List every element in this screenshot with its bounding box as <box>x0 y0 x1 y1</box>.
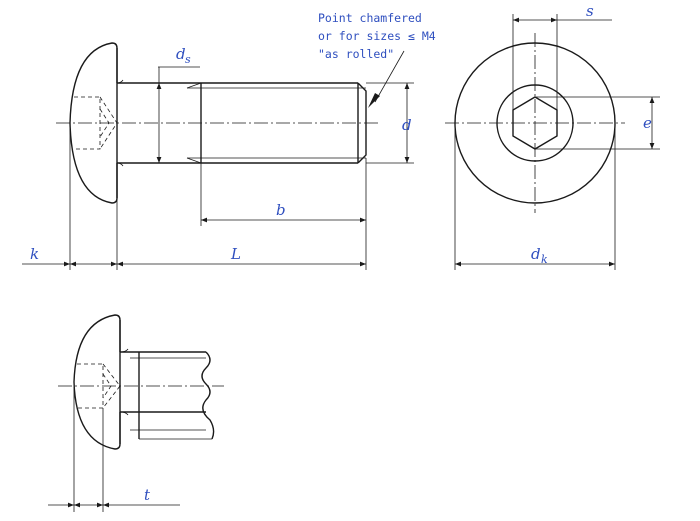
end-view <box>445 14 660 270</box>
label-dk-sub: k <box>541 253 548 266</box>
side-view <box>22 42 414 270</box>
label-ds: d <box>176 45 186 63</box>
label-b: b <box>276 201 286 219</box>
note-callout: Point chamfered or for sizes ≤ M4 "as ro… <box>318 11 436 61</box>
note-line-3: "as rolled" <box>318 47 394 61</box>
partial-view <box>48 314 224 512</box>
label-t: t <box>144 486 151 504</box>
label-L: L <box>230 245 241 263</box>
label-e: e <box>643 114 652 132</box>
label-ds-sub: s <box>185 53 191 66</box>
label-s: s <box>586 2 594 20</box>
note-line-1: Point chamfered <box>318 11 422 25</box>
note-line-2: or for sizes ≤ M4 <box>318 29 436 43</box>
label-dk: d <box>531 245 541 263</box>
label-d: d <box>402 116 412 134</box>
label-k: k <box>30 245 39 263</box>
